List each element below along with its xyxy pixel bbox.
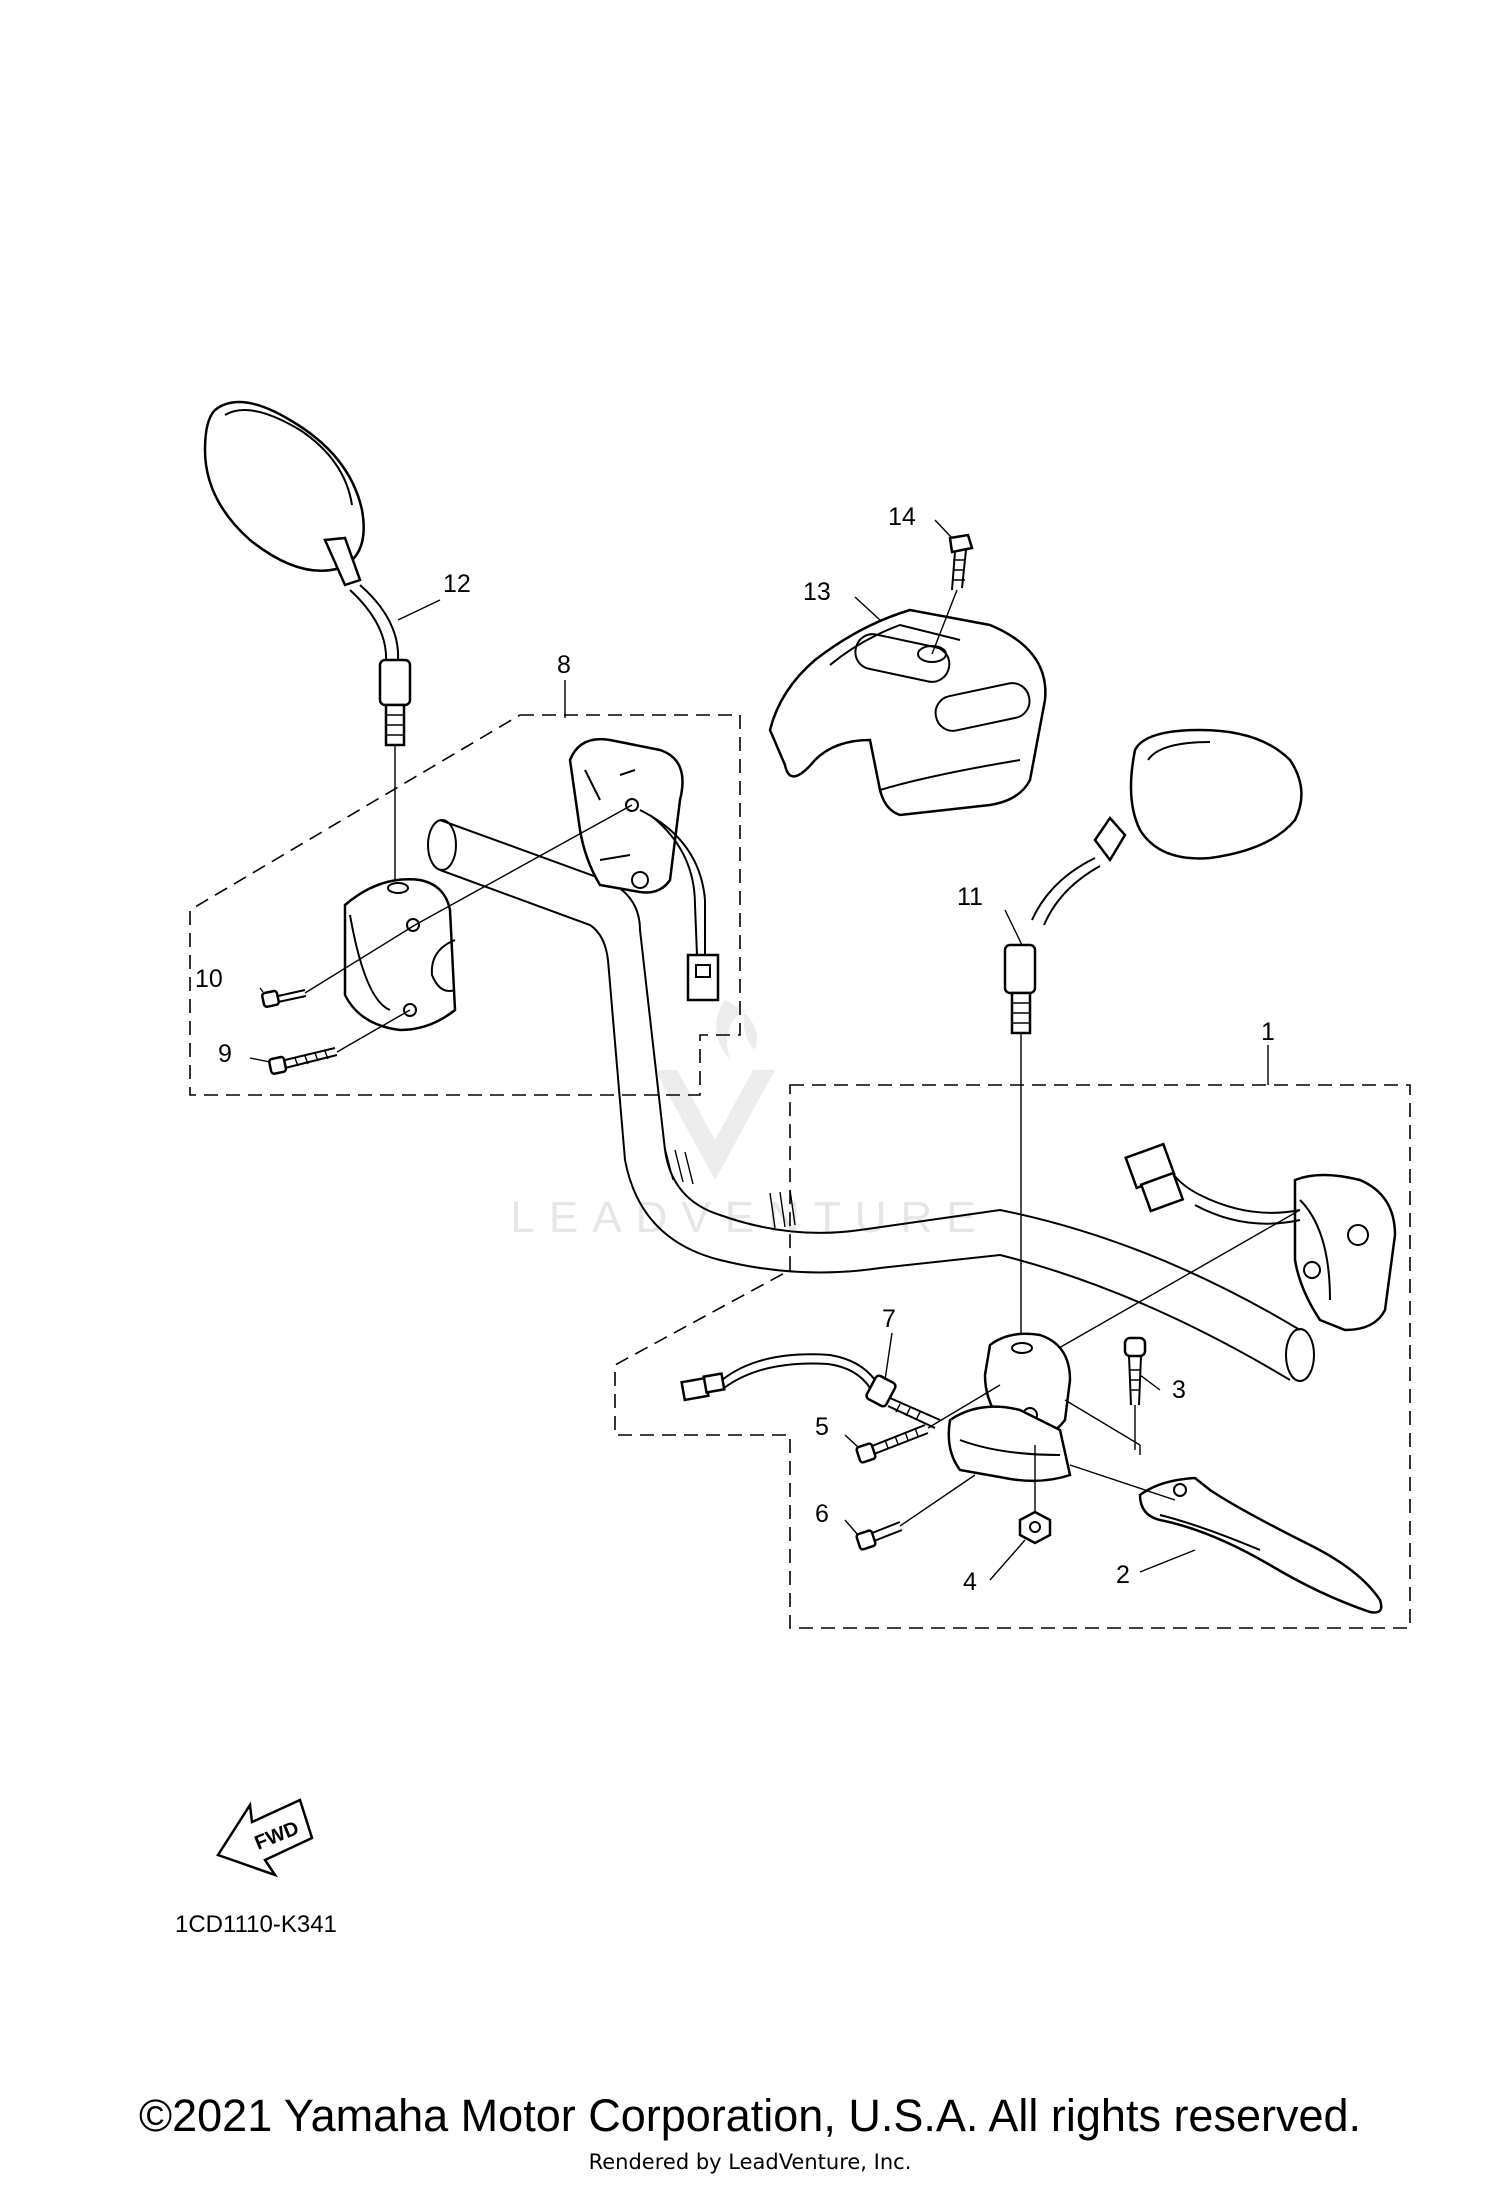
right-mirror — [1003, 728, 1303, 1355]
left-switch-upper — [568, 737, 720, 1002]
part-label-8: 8 — [557, 651, 571, 679]
screw-10 — [261, 924, 416, 1008]
part-label-5: 5 — [815, 1413, 829, 1441]
part-label-9: 9 — [218, 1040, 232, 1068]
part-label-6: 6 — [815, 1500, 829, 1528]
watermark: LEADVENTURE — [510, 1000, 989, 1242]
part-labels: 1 2 3 4 5 6 7 8 9 10 11 12 13 14 — [195, 503, 1275, 1596]
watermark-text: LEADVENTURE — [510, 1193, 989, 1242]
part-label-2: 2 — [1116, 1561, 1130, 1589]
screw-14 — [931, 533, 974, 655]
left-mirror — [203, 400, 412, 880]
rendered-by-notice: Rendered by LeadVenture, Inc. — [588, 2150, 912, 2174]
assembly-8-boundary — [189, 714, 741, 1096]
right-switch-housing — [1037, 1142, 1397, 1361]
leader-lines — [249, 519, 1269, 1581]
handlebar-cover — [768, 608, 1047, 817]
fwd-arrow-icon: FWD — [216, 1798, 314, 1878]
left-switch-lower — [343, 878, 457, 1032]
screw-3 — [1123, 1336, 1147, 1450]
copyright-notice: ©2021 Yamaha Motor Corporation, U.S.A. A… — [138, 2090, 1362, 2141]
screw-9 — [268, 1009, 411, 1075]
part-label-11: 11 — [957, 883, 983, 911]
part-label-3: 3 — [1172, 1376, 1186, 1404]
part-label-14: 14 — [888, 503, 916, 531]
stop-switch — [680, 1353, 941, 1429]
nut-4 — [1018, 1445, 1052, 1545]
part-label-1: 1 — [1261, 1018, 1275, 1046]
screw-5 — [855, 1384, 1001, 1464]
screw-6 — [855, 1474, 976, 1551]
handlebar — [427, 819, 1315, 1382]
part-label-12: 12 — [443, 570, 471, 598]
brake-lever — [1138, 1476, 1383, 1614]
part-label-13: 13 — [803, 578, 831, 606]
part-label-4: 4 — [963, 1568, 977, 1596]
lever-holder — [947, 1332, 1141, 1483]
part-label-10: 10 — [195, 965, 223, 993]
part-label-7: 7 — [882, 1305, 896, 1333]
diagram-code: 1CD1110-K341 — [175, 1911, 337, 1938]
assembly-1-boundary — [614, 1084, 1411, 1629]
